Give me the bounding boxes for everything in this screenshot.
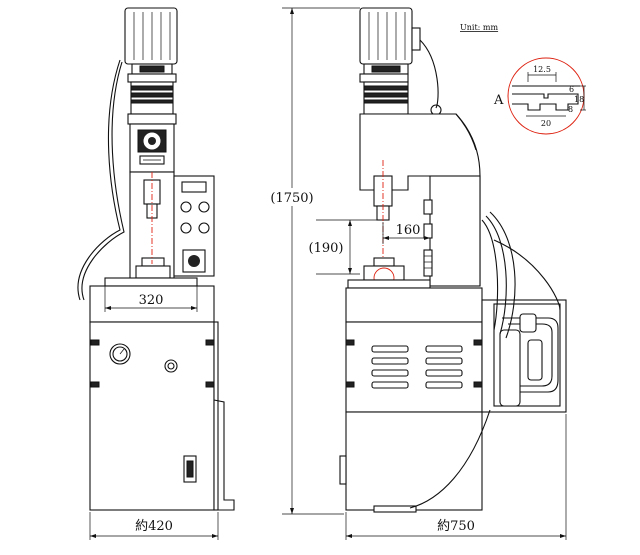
detail-a: 12.5 20 6 18 8 A (493, 57, 586, 135)
vent-grille (371, 345, 463, 389)
front-table (104, 277, 198, 287)
total-height-dimension: (1750) (266, 7, 360, 515)
detail-dim-r2: 18 (574, 95, 584, 104)
front-motor (124, 7, 178, 83)
front-cabinet (89, 285, 235, 511)
side-floor-cable (409, 409, 491, 509)
detail-label: A (493, 93, 504, 108)
detail-dim-r3: 8 (568, 105, 573, 114)
front-base-dimension: 約420 (89, 512, 219, 540)
side-motor (359, 7, 421, 83)
pressure-gauge (109, 343, 131, 365)
hydraulic-unit (481, 211, 567, 413)
detail-dim-r1: 6 (569, 85, 574, 94)
front-spindle-housing (127, 81, 177, 125)
side-table (347, 279, 431, 289)
side-c-frame (359, 113, 481, 287)
side-cable (419, 39, 439, 109)
side-base-width-label: 約750 (437, 519, 475, 534)
front-view: 320 約420 (77, 7, 235, 540)
side-cabinet (339, 287, 483, 513)
front-base-width-label: 約420 (135, 519, 173, 534)
stroke-dimension: (190) (309, 219, 378, 275)
side-base-dimension: 約750 (345, 414, 567, 540)
total-height-label: (1750) (270, 191, 313, 206)
front-table-dimension: 320 (104, 286, 198, 312)
front-cable (77, 59, 121, 301)
unit-note: Unit: mm (460, 23, 498, 32)
side-view: (1750) (266, 7, 567, 540)
throat-depth-label: 160 (396, 223, 421, 238)
detail-dim-bottom: 20 (541, 119, 551, 128)
stroke-height-label: (190) (309, 241, 344, 256)
knob (164, 359, 178, 373)
front-table-width-label: 320 (139, 293, 164, 308)
front-head (129, 123, 175, 173)
front-column (129, 171, 215, 281)
detail-dim-top: 12.5 (533, 65, 551, 74)
throat-dimension: 160 (382, 222, 430, 244)
side-spindle-housing (363, 81, 409, 115)
